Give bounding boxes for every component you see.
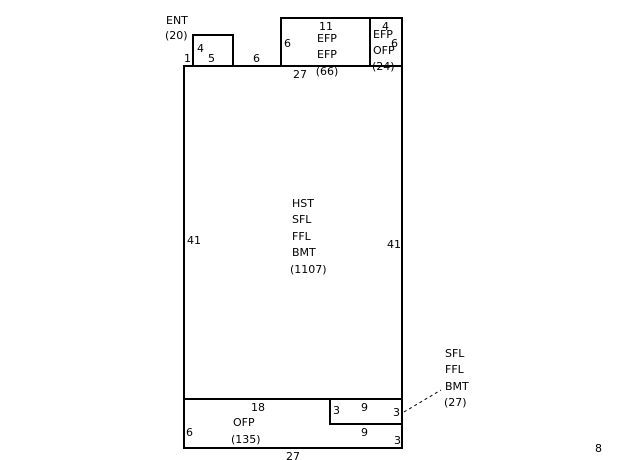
porch-bottom-code: OFP [233,416,255,429]
porch-bottom-top-dimension: 18 [251,401,265,414]
main-code-2: SFL [292,213,312,226]
porch-bottom-left-dimension: 6 [186,426,193,439]
main-code-3: FFL [292,230,312,243]
notch-right-dimension: 3 [393,406,400,419]
notch-top-dimension: 9 [361,401,368,414]
entry-outline [192,34,234,67]
ent-corner-dimension: 1 [184,52,191,65]
porch-small-top-dimension: 4 [382,20,389,33]
lower-9-dimension: 9 [361,426,368,439]
porch-large-code-2: EFP [317,48,337,61]
ent-left-dimension: 4 [197,42,204,55]
notch-left-dimension: 3 [333,404,340,417]
main-top-dimension: 27 [293,68,307,81]
porch-large-code-1: EFP [317,32,337,45]
porch-large-area: (66) [316,65,339,78]
entry-code: ENT [166,14,188,27]
callout-code-3: BMT [445,380,469,393]
enclosed-porch-small-outline [369,17,403,67]
callout-code-2: FFL [445,363,465,376]
main-area: (1107) [290,263,327,276]
porch-small-code-2: OFP [373,44,395,57]
main-bottom-dimension: 27 [286,450,300,460]
callout-area: (27) [444,396,467,409]
page-number: 8 [595,442,602,455]
main-left-dimension: 41 [187,234,201,247]
main-code-4: BMT [292,246,316,259]
ent-bottom-dimension: 5 [208,52,215,65]
entry-area: (20) [165,29,188,42]
porch-small-area: (24) [372,60,395,73]
gap-top-dimension: 6 [253,52,260,65]
porch-large-left-dimension: 6 [284,37,291,50]
porch-bottom-area: (135) [231,433,261,446]
porch-small-right-dimension: 6 [391,37,398,50]
notch-outline [329,399,402,425]
porch-large-top-dimension: 11 [319,20,333,33]
main-code-1: HST [292,197,314,210]
lower-3-dimension: 3 [394,434,401,447]
main-right-dimension: 41 [387,238,401,251]
callout-code-1: SFL [445,347,465,360]
porch-small-code-1: EFP [373,28,393,41]
callout-leader-line [403,389,442,413]
